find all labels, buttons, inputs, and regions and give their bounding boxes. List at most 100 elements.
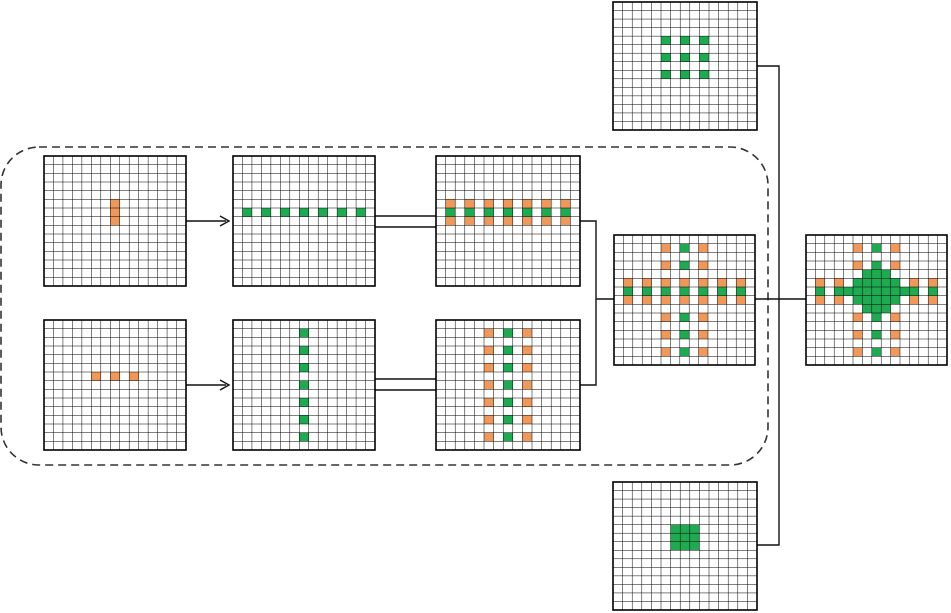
panel-orange-horizontal-seed	[43, 319, 187, 451]
green-cell	[871, 347, 882, 357]
orange-cell	[484, 216, 494, 226]
orange-cell	[661, 330, 671, 339]
green-cell	[541, 208, 552, 217]
green-cell	[522, 208, 532, 217]
orange-cell	[642, 295, 652, 305]
orange-cell	[853, 347, 863, 357]
grid-lines	[614, 235, 755, 365]
panel-border	[43, 319, 187, 451]
orange-cell	[853, 243, 863, 253]
green-cell	[503, 363, 513, 372]
green-cell	[698, 287, 708, 296]
orange-cell	[698, 278, 708, 287]
green-cell	[699, 53, 709, 62]
panel-final-output	[805, 234, 948, 366]
green-cell	[242, 208, 252, 217]
grid-lines	[44, 156, 186, 286]
panel-border	[232, 319, 376, 451]
panel-border	[435, 319, 581, 451]
green-cell	[853, 287, 863, 296]
orange-cell	[890, 347, 900, 357]
orange-cell	[661, 295, 671, 305]
green-cell	[299, 328, 309, 338]
orange-cell	[522, 199, 532, 208]
green-cell	[464, 208, 475, 217]
panel-horizontal-combined	[435, 155, 581, 287]
grid-lines	[436, 320, 580, 450]
orange-cell	[464, 199, 475, 208]
orange-cell	[909, 278, 919, 287]
orange-cell	[698, 330, 708, 339]
orange-cell	[110, 199, 120, 208]
orange-cell	[484, 415, 494, 424]
green-cell	[881, 295, 891, 305]
green-cell	[623, 287, 633, 296]
panel-background	[44, 320, 186, 450]
bus-from-top-kernel	[757, 65, 780, 546]
orange-cell	[928, 278, 938, 287]
grid-panels	[43, 1, 948, 611]
panel-background	[613, 2, 757, 130]
green-cell	[699, 36, 709, 45]
green-cell	[689, 524, 700, 534]
orange-cell	[698, 347, 708, 357]
green-cell	[299, 346, 309, 355]
panel-green-horizontal-line	[232, 155, 376, 287]
green-cell	[699, 70, 709, 79]
orange-cell	[853, 313, 863, 322]
green-cell	[680, 541, 690, 551]
green-cell	[890, 295, 900, 305]
orange-cell	[642, 278, 652, 287]
orange-cell	[541, 216, 552, 226]
green-cell	[680, 36, 690, 45]
orange-cell	[129, 372, 139, 381]
grid-lines	[806, 235, 947, 365]
panel-vertical-combined	[435, 319, 581, 451]
arrowhead-bottom-icon	[219, 379, 231, 391]
orange-cell	[522, 432, 532, 442]
grid-lines	[233, 320, 375, 450]
green-cell	[670, 541, 681, 551]
orange-cell	[110, 208, 120, 217]
orange-cell	[815, 295, 825, 305]
green-cell	[862, 295, 872, 305]
green-cell	[834, 287, 844, 296]
orange-cell	[853, 261, 863, 270]
orange-cell	[736, 278, 746, 287]
orange-cell	[484, 346, 494, 355]
orange-cell	[623, 295, 633, 305]
green-cell	[843, 287, 853, 296]
orange-cell	[560, 216, 571, 226]
green-cell	[642, 287, 652, 296]
orange-cell	[661, 261, 671, 270]
green-cell	[679, 243, 690, 253]
green-cell	[680, 70, 690, 79]
dashed-group-box	[0, 146, 769, 466]
green-cell	[261, 208, 271, 217]
green-cell	[560, 208, 571, 217]
orange-cell	[698, 261, 708, 270]
green-cell	[661, 53, 671, 62]
orange-cell	[834, 295, 844, 305]
orange-cell	[484, 380, 494, 390]
orange-cell	[698, 295, 708, 305]
green-cell	[680, 524, 690, 534]
green-cell	[862, 304, 872, 313]
green-cell	[679, 261, 690, 270]
orange-cell	[484, 363, 494, 372]
green-cell	[661, 70, 671, 79]
green-cell	[871, 269, 882, 279]
green-cell	[717, 287, 727, 296]
green-cell	[280, 208, 290, 217]
green-cell	[670, 533, 681, 542]
green-cell	[928, 287, 938, 296]
orange-cell	[91, 372, 101, 381]
orange-cell	[503, 216, 513, 226]
orange-cell	[698, 243, 708, 253]
orange-cell	[110, 372, 120, 381]
green-cell	[503, 208, 513, 217]
orange-cell	[834, 278, 844, 287]
panel-dilated-kernel	[612, 1, 758, 131]
green-cell	[871, 304, 882, 313]
